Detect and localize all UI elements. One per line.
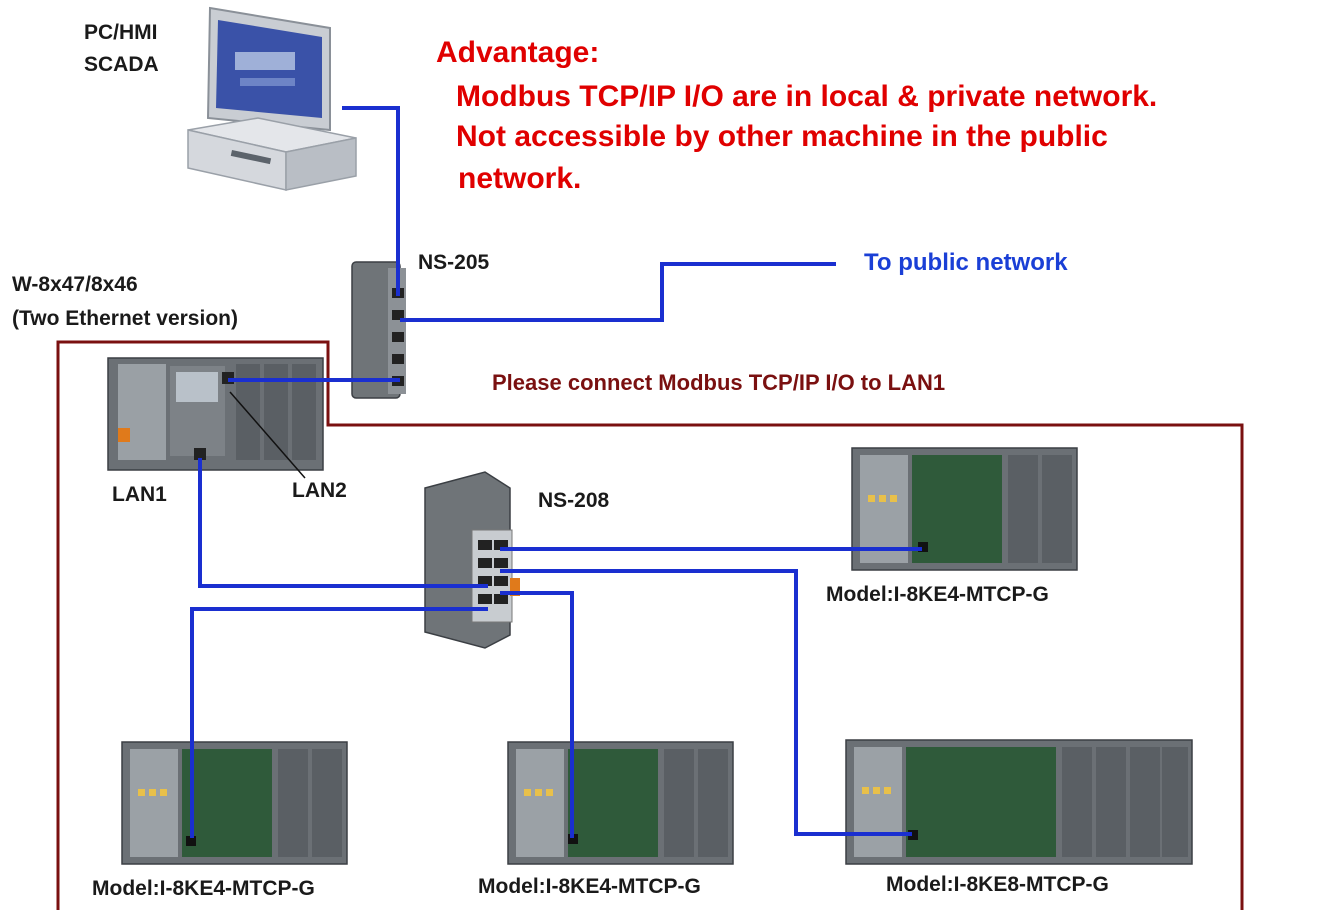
- cable-ns208-to-io-bottom-left: [190, 607, 488, 838]
- advantage-title: Advantage:: [436, 36, 600, 69]
- pc-label-line1: PC/HMI: [84, 21, 158, 44]
- public-network-label: To public network: [864, 249, 1068, 276]
- io-unit-bottom-mid: [507, 741, 734, 865]
- io-unit-bottom-right: [845, 739, 1193, 865]
- ns208-label: NS-208: [538, 489, 610, 512]
- io-bottom-left-label: Model:I-8KE4-MTCP-G: [92, 877, 315, 900]
- advantage-line1: Modbus TCP/IP I/O are in local & private…: [456, 80, 1158, 113]
- connect-note: Please connect Modbus TCP/IP I/O to LAN1: [492, 370, 946, 395]
- pc-hmi-computer: [187, 6, 357, 191]
- cable-ns208-to-io-bottom-mid: [500, 591, 574, 838]
- io-right-top-label: Model:I-8KE4-MTCP-G: [826, 583, 1049, 606]
- ns208-switch: [424, 471, 520, 649]
- ns205-switch: [351, 261, 406, 399]
- advantage-line3: network.: [458, 162, 582, 195]
- wp-label-line1: W-8x47/8x46: [12, 273, 138, 296]
- io-unit-right-top: [851, 447, 1078, 571]
- lan2-pointer: [229, 391, 306, 479]
- ethernet-cables: [190, 106, 922, 838]
- ns205-label: NS-205: [418, 251, 490, 274]
- cable-pc-to-ns205: [342, 106, 400, 296]
- pc-label-line2: SCADA: [84, 53, 159, 76]
- lan2-label: LAN2: [292, 479, 347, 502]
- io-unit-bottom-left: [121, 741, 348, 865]
- lan1-label: LAN1: [112, 483, 167, 506]
- cable-ns208-to-io-bottom-right: [500, 569, 912, 836]
- wp8x47-controller: [107, 357, 324, 471]
- cable-ns205-to-public: [400, 262, 836, 322]
- cable-lan1-to-ns208: [198, 458, 488, 588]
- io-bottom-mid-label: Model:I-8KE4-MTCP-G: [478, 875, 701, 898]
- wp-label-line2: (Two Ethernet version): [12, 307, 238, 330]
- private-zone-border: [56, 340, 1244, 910]
- advantage-line2: Not accessible by other machine in the p…: [456, 120, 1108, 153]
- io-bottom-right-label: Model:I-8KE8-MTCP-G: [886, 873, 1109, 896]
